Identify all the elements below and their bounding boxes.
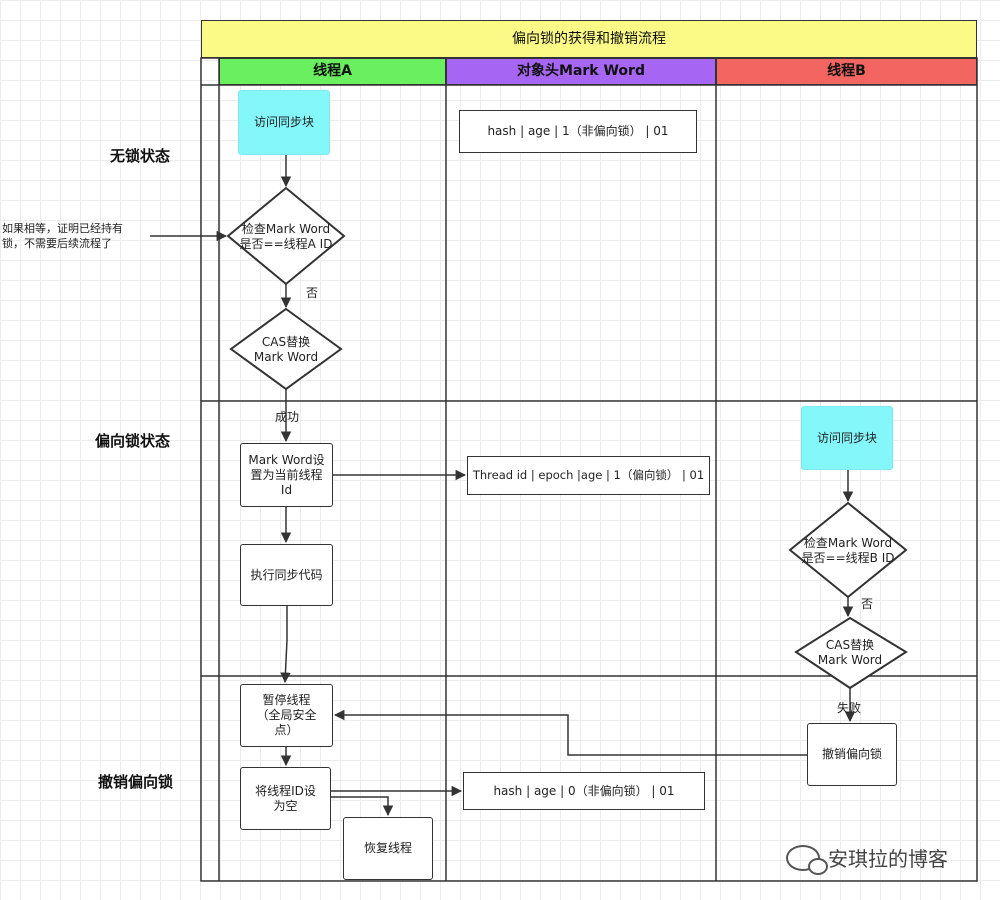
thread-a-resume-thread: 恢复线程 [343, 817, 433, 880]
mark-word-revoked: hash | age | 0（非偏向锁） | 01 [463, 772, 705, 810]
thread-b-check-line-1: 检查Mark Word [803, 536, 893, 550]
diagram-title: 偏向锁的获得和撤销流程 [201, 20, 977, 58]
stage-label-unlocked: 无锁状态 [110, 147, 171, 165]
thread-a-pause-thread: 暂停线程（全局安全点） [240, 684, 333, 747]
thread-b-revoke-bias: 撤销偏向锁 [807, 723, 897, 786]
wechat-icon [786, 844, 828, 875]
edge-label-success: 成功 [275, 410, 300, 424]
lane-header-thread-a: 线程A [219, 58, 446, 85]
thread-b-check-line-2: 是否==线程B ID [801, 551, 895, 565]
thread-a-exec-sync-code: 执行同步代码 [240, 544, 333, 606]
stage-label-revoke: 撤销偏向锁 [98, 773, 174, 791]
arrow-clear-to-resume [331, 796, 394, 817]
watermark: 安琪拉的博客 [786, 843, 948, 875]
side-note: 如果相等，证明已经持有锁，不需要后续流程了 [2, 222, 123, 250]
thread-a-access-sync-block: 访问同步块 [238, 90, 330, 155]
mark-word-unlocked: hash | age | 1（非偏向锁） | 01 [459, 110, 697, 153]
edge-label-no-a: 否 [306, 286, 319, 300]
edge-label-no-b: 否 [861, 597, 874, 611]
edge-label-fail: 失败 [837, 701, 862, 715]
thread-a-check-line-1: 检查Mark Word [241, 222, 331, 236]
thread-a-cas-text: CAS替换 Mark Word [241, 335, 331, 365]
thread-b-cas-line-1: CAS替换 [825, 638, 875, 652]
mark-word-biased: Thread id | epoch |age | 1（偏向锁） | 01 [467, 456, 710, 495]
watermark-text: 安琪拉的博客 [828, 847, 948, 871]
thread-a-clear-thread-id: 将线程ID设为空 [240, 767, 331, 830]
stage-label-biased: 偏向锁状态 [95, 432, 171, 450]
thread-a-cas-line-1: CAS替换 [261, 335, 311, 349]
thread-b-check-text: 检查Mark Word 是否==线程B ID [798, 536, 898, 566]
thread-b-access-sync-block: 访问同步块 [801, 406, 893, 470]
thread-a-set-mark-word: Mark Word设置为当前线程Id [240, 443, 333, 507]
thread-a-check-line-2: 是否==线程A ID [239, 237, 333, 251]
thread-a-check-text: 检查Mark Word 是否==线程A ID [236, 222, 336, 252]
lane-header-mark-word: 对象头Mark Word [446, 58, 716, 85]
thread-b-cas-text: CAS替换 Mark Word [805, 638, 895, 668]
thread-a-cas-line-2: Mark Word [253, 350, 319, 364]
arrow-exec-to-pause [280, 606, 291, 684]
lane-header-thread-b: 线程B [716, 58, 977, 85]
thread-b-cas-line-2: Mark Word [817, 653, 883, 667]
arrow-revoke-to-pause [333, 709, 807, 756]
